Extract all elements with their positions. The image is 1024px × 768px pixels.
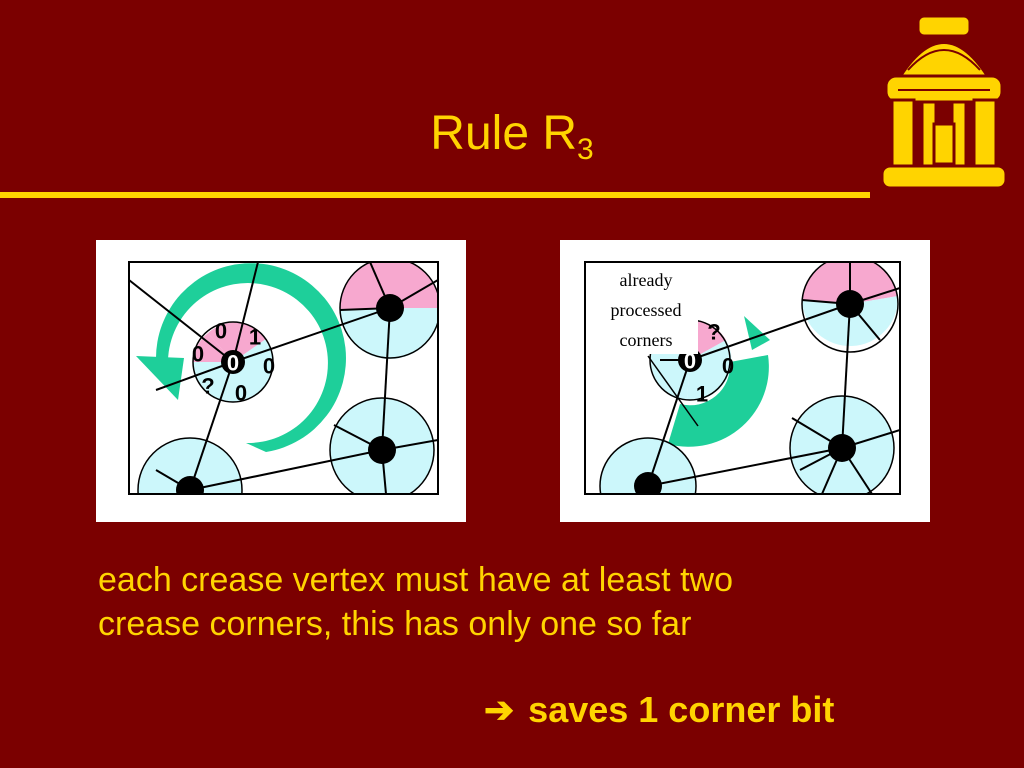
annotation-line-2: processed <box>611 300 682 320</box>
right-label-top: ? <box>707 320 720 345</box>
left-figure: 0 1 0 0 0 ? 0 <box>96 240 466 522</box>
left-label-center: 0 <box>227 351 239 376</box>
title-subscript: 3 <box>577 133 594 166</box>
arrow-right-icon: ➔ <box>484 689 515 730</box>
slide-title: Rule R3 <box>0 106 1024 165</box>
body-line-2: crease corners, this has only one so far <box>98 605 692 643</box>
left-label-left: 0 <box>192 342 204 367</box>
body-text: each crease vertex must have at least tw… <box>98 558 998 646</box>
body-line-1: each crease vertex must have at least tw… <box>98 561 733 599</box>
left-label-bottom: 0 <box>235 381 247 406</box>
left-label-bottom-left: ? <box>201 374 214 399</box>
annotation-line-3: corners <box>620 330 673 350</box>
title-underline <box>0 192 870 198</box>
right-label-right: 0 <box>722 354 734 379</box>
left-label-top: 0 <box>215 319 227 344</box>
conclusion: ➔ saves 1 corner bit <box>484 688 834 732</box>
annotation-line-1: already <box>620 270 673 290</box>
left-label-right: 0 <box>263 354 275 379</box>
right-figure: already processed corners ? 0 0 1 <box>560 240 930 522</box>
old-well-logo-icon <box>880 14 1008 190</box>
right-label-center: 0 <box>684 349 696 374</box>
title-main: Rule R <box>430 107 578 160</box>
left-label-top-right: 1 <box>249 325 261 350</box>
right-label-bottom: 1 <box>696 382 708 407</box>
conclusion-text: saves 1 corner bit <box>528 689 835 730</box>
